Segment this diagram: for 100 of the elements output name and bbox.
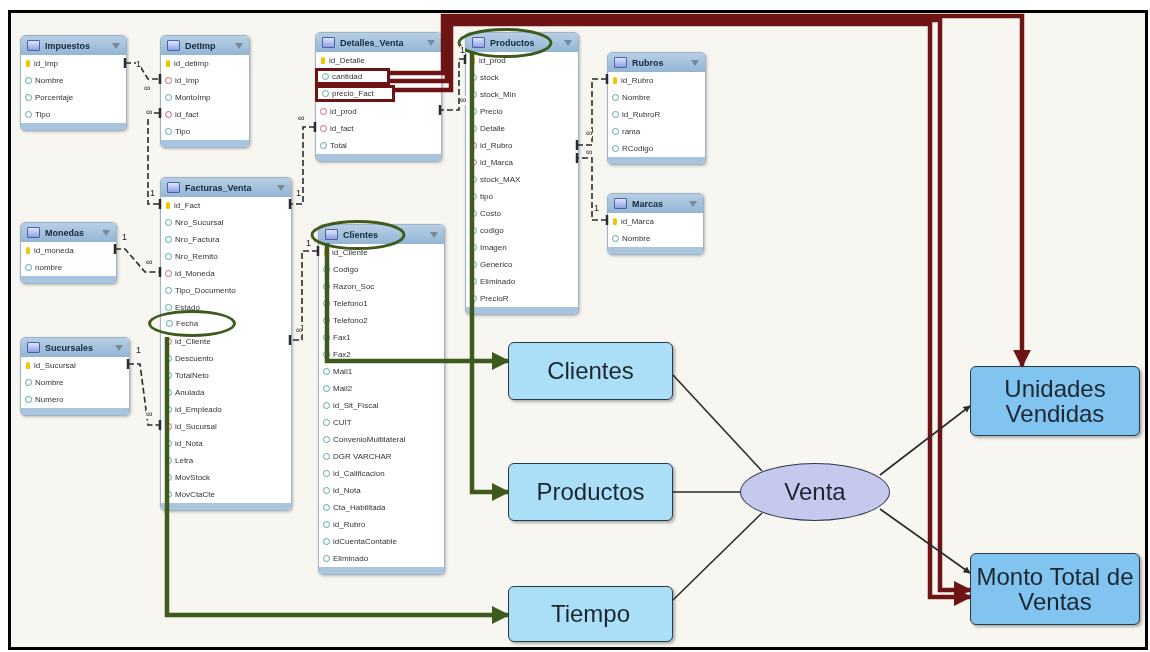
- column-name: id_Imp: [175, 76, 199, 85]
- cardinality-label: 1: [150, 189, 155, 198]
- node-label: Unidades Vendidas: [1003, 375, 1107, 427]
- column-name: Razon_Soc: [333, 282, 375, 291]
- column-name: Nombre: [622, 93, 651, 102]
- relationship-line: [147, 106, 162, 211]
- column-name: id_RubroR: [622, 110, 661, 119]
- column-name: Eliminado: [333, 554, 369, 563]
- column-name: Nro_Sucursal: [175, 218, 224, 227]
- node-label: Clientes: [547, 358, 634, 384]
- table-box: [160, 35, 250, 148]
- column-name: id_Rubro: [333, 520, 366, 529]
- arrow: [390, 13, 1031, 368]
- column-name: id_fact: [330, 124, 354, 133]
- column-name: Descuento: [175, 354, 214, 363]
- column-name: ConvenioMultilateral: [333, 435, 406, 444]
- column-name: RCodigo: [622, 144, 654, 153]
- column-name: Telefono1: [333, 299, 368, 308]
- cardinality-label: ∞: [296, 326, 303, 335]
- column-name: id_prod: [330, 107, 357, 116]
- cardinality-label: ∞: [146, 410, 153, 419]
- table-title: Rubros: [632, 57, 665, 68]
- column-name: id_Nota: [333, 486, 361, 495]
- column-name: id_Cliente: [332, 248, 368, 257]
- dimension-box: [508, 586, 673, 642]
- column-name: Total: [330, 141, 347, 150]
- column-name: Detalle: [480, 124, 505, 133]
- cardinality-label: ∞: [146, 108, 153, 117]
- column-name: stock: [480, 73, 499, 82]
- table-box: [20, 222, 117, 284]
- arrow: [164, 337, 510, 624]
- column-name: id_Imp: [34, 59, 58, 68]
- column-name: Fax1: [333, 333, 351, 342]
- column-name: Tipo_Documento: [175, 286, 236, 295]
- node-label: Tiempo: [550, 601, 631, 627]
- table-title: Monedas: [45, 227, 85, 238]
- highlight-box: [315, 68, 390, 85]
- relationship-line: [123, 56, 162, 86]
- relationship-line: [113, 242, 162, 279]
- column-name: Nombre: [35, 378, 64, 387]
- cardinality-label: 1: [296, 189, 301, 198]
- column-name: Letra: [175, 456, 194, 465]
- column-name: idCuentaContable: [333, 537, 398, 546]
- column-name: Estado: [175, 303, 200, 312]
- column-name: Mail2: [333, 384, 353, 393]
- cardinality-label: 1: [136, 346, 141, 355]
- column-name: Eliminado: [480, 277, 516, 286]
- column-name: Nombre: [622, 234, 651, 243]
- column-name: Imagen: [480, 243, 507, 252]
- dimension-box: [508, 463, 673, 521]
- column-name: Tipo: [175, 127, 191, 136]
- cardinality-label: ∞: [586, 148, 593, 157]
- relationship-line: [288, 244, 320, 347]
- column-name: id_prod: [479, 56, 506, 65]
- table-title: Detalles_Venta: [340, 37, 405, 48]
- column-name: tipo: [480, 192, 493, 201]
- table-title: DetImp: [185, 40, 217, 51]
- column-name: Nro_Remito: [175, 252, 218, 261]
- column-name: Nro_Factura: [175, 235, 220, 244]
- node-label: Monto Total de Ventas: [975, 563, 1135, 615]
- table-title: Sucursales: [45, 342, 95, 353]
- node-label: Productos: [536, 479, 645, 505]
- table-title: Facturas_Venta: [185, 182, 253, 193]
- column-name: stock_MAX: [480, 175, 521, 184]
- column-name: id_Marca: [480, 158, 513, 167]
- cardinality-label: 1: [136, 60, 141, 69]
- cardinality-label: ∞: [460, 96, 467, 105]
- dimension-box: [508, 342, 673, 400]
- column-name: Generico: [480, 260, 513, 269]
- column-name: Codigo: [333, 265, 359, 274]
- column-name: Costo: [480, 209, 501, 218]
- column-name: MontoImp: [175, 93, 211, 102]
- table-box: [607, 193, 704, 255]
- node-label: Venta: [784, 479, 846, 505]
- cardinality-label: 1: [122, 233, 127, 242]
- column-name: Fecha: [176, 319, 199, 328]
- cardinality-label: 1: [306, 239, 311, 248]
- table-title: Productos: [490, 37, 536, 48]
- column-name: Cta_Habilitada: [333, 503, 386, 512]
- relationship-line: [438, 52, 467, 117]
- cardinality-label: 1: [460, 46, 465, 55]
- column-name: id_Empleado: [175, 405, 222, 414]
- column-name: id_Sucursal: [175, 422, 217, 431]
- column-name: Fax2: [333, 350, 351, 359]
- table-box: [607, 52, 706, 165]
- arrow: [879, 508, 971, 574]
- column-name: id_Fact: [174, 201, 201, 210]
- column-name: id_Rubro: [480, 141, 513, 150]
- relationship-line: [575, 72, 609, 152]
- table-box: [20, 337, 130, 416]
- cardinality-label: ∞: [144, 84, 151, 93]
- cardinality-label: ∞: [586, 129, 593, 138]
- highlight-box: [315, 85, 395, 102]
- column-name: id_Cliente: [175, 337, 211, 346]
- cardinality-label: ∞: [146, 258, 153, 267]
- column-name: Precio: [480, 107, 503, 116]
- column-name: PrecioR: [480, 294, 509, 303]
- column-name: id_Moneda: [175, 269, 215, 278]
- column-name: DGR VARCHAR: [333, 452, 392, 461]
- column-name: MovStock: [175, 473, 211, 482]
